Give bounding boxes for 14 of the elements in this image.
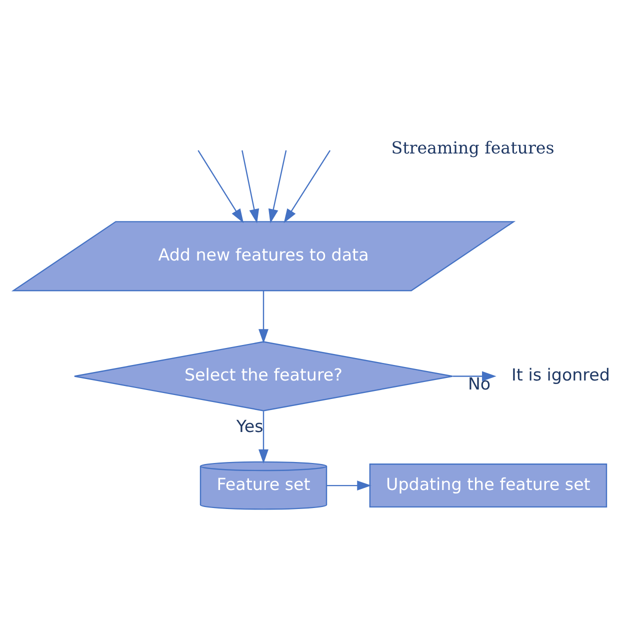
label: Streaming features: [391, 138, 554, 158]
arrow: [258, 290, 268, 344]
arrow: [268, 150, 287, 224]
node-diamond: Select the feature?: [74, 341, 454, 412]
edge-label: Yes: [236, 417, 264, 436]
node-text: It is igonred: [512, 366, 610, 385]
arrow: [258, 411, 268, 464]
arrow: [326, 480, 372, 491]
arrow: [452, 371, 496, 382]
edge-label: No: [468, 374, 491, 394]
arrow: [198, 150, 244, 224]
arrow: [284, 150, 331, 224]
node-box: Updating the feature set: [369, 464, 608, 508]
arrow: [242, 150, 260, 224]
